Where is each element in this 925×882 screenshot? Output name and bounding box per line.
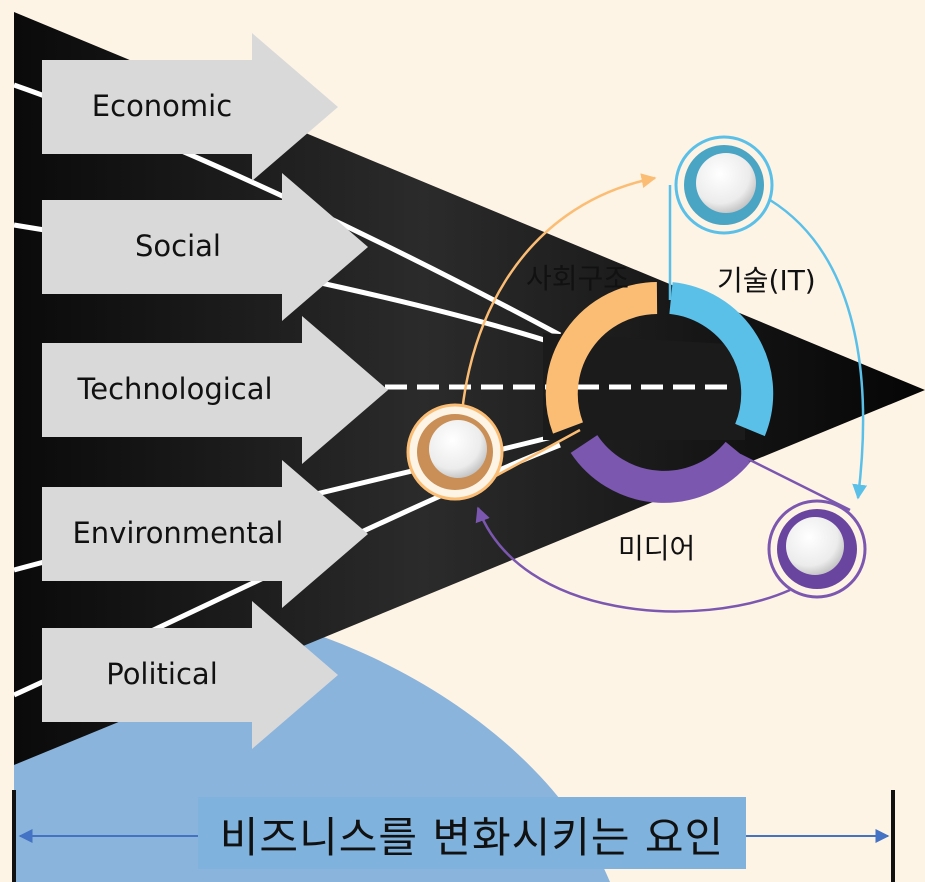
pestle-arrows xyxy=(42,33,388,749)
footer-title-box xyxy=(198,797,746,869)
label-technological: Technological xyxy=(77,372,273,406)
cycle-ring xyxy=(545,282,774,503)
label-political: Political xyxy=(106,657,218,691)
knob-technology xyxy=(674,135,774,235)
knob-social xyxy=(406,403,504,501)
connector-media-line xyxy=(739,453,851,512)
label-technology: 기술(IT) xyxy=(717,264,816,297)
footer-title: 비즈니스를 변화시키는 요인 xyxy=(219,813,725,862)
label-economic: Economic xyxy=(91,89,233,123)
ring-segment-social xyxy=(545,282,658,434)
knob-media xyxy=(767,499,867,599)
footer-bracket xyxy=(12,790,895,882)
arrow-economic xyxy=(42,33,338,181)
label-environmental: Environmental xyxy=(72,516,284,550)
connector-media-to-social xyxy=(475,506,791,613)
label-social-structure: 사회구조 xyxy=(526,262,630,295)
ring-segment-media xyxy=(570,434,751,503)
label-media: 미디어 xyxy=(618,532,696,565)
arrow-technological xyxy=(42,316,388,464)
label-social: Social xyxy=(135,229,221,263)
ring-segment-technology xyxy=(668,282,774,437)
arrow-environmental xyxy=(42,460,368,608)
arrow-political xyxy=(42,601,338,749)
road-left-edge xyxy=(0,0,14,882)
arrow-social xyxy=(42,173,368,321)
connector-tech-to-media xyxy=(769,198,868,500)
